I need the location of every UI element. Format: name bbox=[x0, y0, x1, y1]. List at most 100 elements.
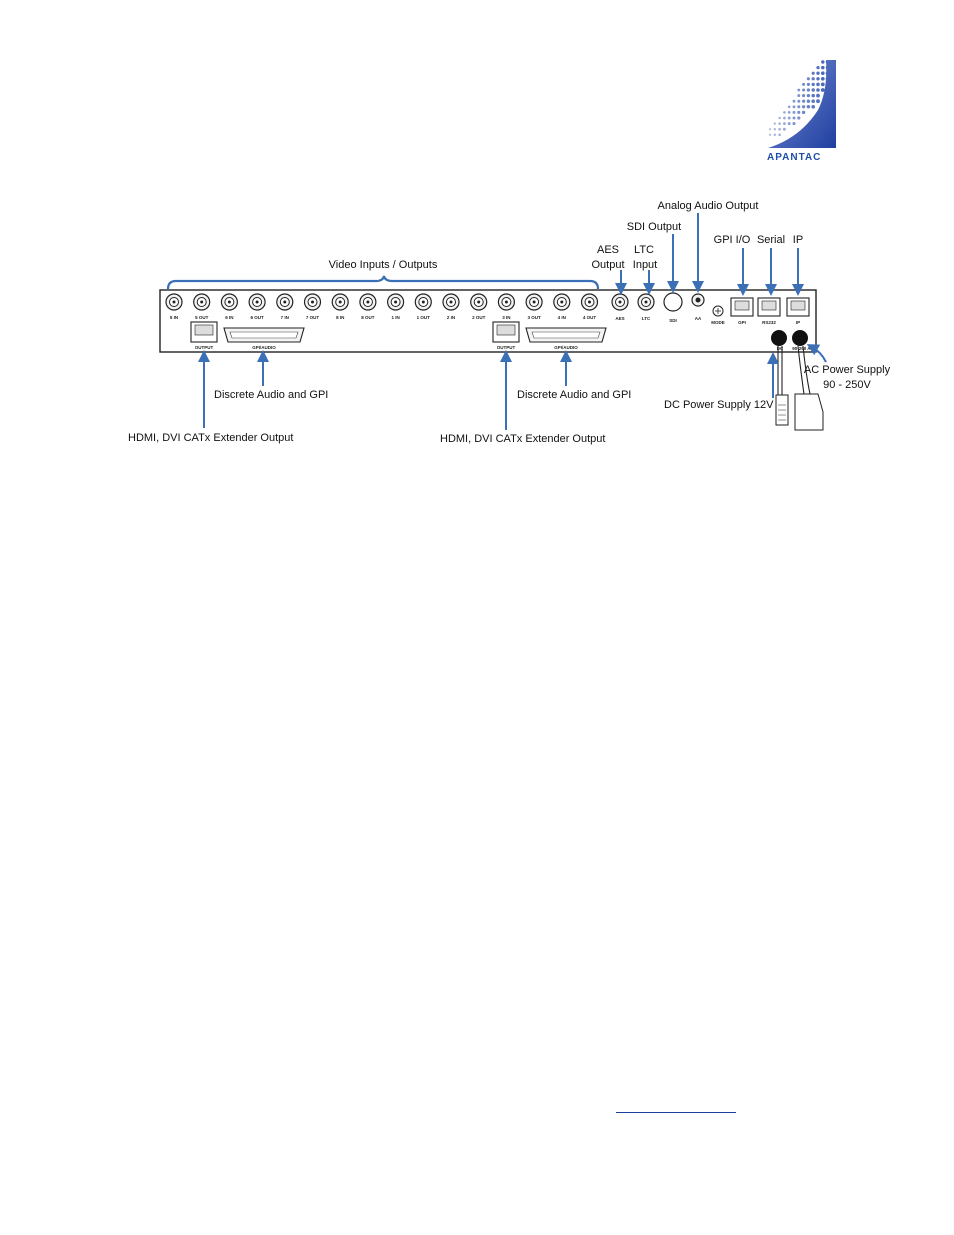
ltc-input-label-line1: LTC bbox=[634, 244, 654, 256]
bnc-connector-label: 3 IN bbox=[502, 315, 510, 320]
logo-dot bbox=[801, 105, 806, 109]
bnc-connector: 1 IN bbox=[387, 293, 405, 320]
video-io-bracket bbox=[166, 275, 600, 290]
logo-text: APANTAC bbox=[767, 152, 821, 163]
bnc-connector: 2 OUT bbox=[470, 293, 488, 320]
logo-dot bbox=[778, 116, 781, 120]
ip-port: IP bbox=[786, 297, 810, 325]
logo-dot bbox=[821, 71, 825, 75]
logo-dot bbox=[778, 127, 781, 131]
bnc-connector: 8 OUT bbox=[359, 293, 377, 320]
rs232-label: RS232 bbox=[762, 320, 776, 325]
bnc-connector-label: 2 OUT bbox=[472, 315, 486, 320]
logo-dot bbox=[811, 104, 816, 109]
sdi-label: SDI bbox=[669, 318, 677, 323]
bnc-connector: 8 IN bbox=[331, 293, 349, 320]
logo-dot bbox=[792, 105, 796, 109]
callout-arrows bbox=[198, 213, 827, 430]
bnc-connector: 2 IN bbox=[442, 293, 460, 320]
mode-switch: MODE bbox=[711, 305, 725, 325]
logo-dot bbox=[811, 77, 815, 81]
logo-dot bbox=[806, 77, 810, 81]
logo-dot bbox=[816, 99, 820, 104]
ip-label: IP bbox=[796, 320, 800, 325]
gpi-audio-left-label: GPI/AUDIO bbox=[252, 345, 276, 350]
bnc-connector: 5 IN bbox=[165, 293, 183, 320]
bnc-connector: 7 IN bbox=[276, 293, 294, 320]
bnc-connector: 5 OUT bbox=[193, 293, 211, 320]
sdi-output-label: SDI Output bbox=[627, 221, 681, 233]
serial-label: Serial bbox=[757, 234, 785, 246]
bnc-connector-label: 6 IN bbox=[225, 315, 233, 320]
logo-dot bbox=[797, 110, 801, 114]
gpi-port: GPI bbox=[730, 297, 754, 325]
logo-dot bbox=[797, 99, 801, 103]
logo-dot bbox=[802, 94, 806, 98]
bnc-connector-label: 4 OUT bbox=[583, 315, 597, 320]
bnc-connector: 3 IN bbox=[497, 293, 515, 320]
logo-dot bbox=[797, 116, 801, 120]
logo-dot bbox=[773, 122, 776, 125]
analog-audio-output-label: Analog Audio Output bbox=[658, 200, 759, 212]
dc-power-inlet: DC bbox=[771, 330, 787, 351]
bnc-connector-label: 8 IN bbox=[336, 315, 344, 320]
aes-label: AES bbox=[615, 316, 624, 321]
logo-dot bbox=[806, 93, 811, 98]
bnc-connector: 4 IN bbox=[553, 293, 571, 320]
bnc-connector-label: 5 OUT bbox=[195, 315, 209, 320]
logo-dot bbox=[820, 88, 825, 92]
logo-dot bbox=[768, 128, 772, 131]
logo-dot bbox=[773, 133, 777, 137]
aes-output-label-line1: AES bbox=[597, 244, 619, 256]
hdmi-output-left-port: OUTPUT bbox=[190, 321, 218, 350]
ltc-input-label-line2: Input bbox=[633, 259, 657, 271]
logo-dot bbox=[811, 82, 815, 87]
logo-swoosh bbox=[768, 60, 836, 148]
bnc-connector-label: 7 IN bbox=[281, 315, 289, 320]
logo-dot bbox=[773, 127, 777, 131]
gpi-label: GPI bbox=[738, 320, 746, 325]
hdmi-extender-right-label: HDMI, DVI CATx Extender Output bbox=[440, 433, 605, 445]
mode-label: MODE bbox=[711, 320, 725, 325]
discrete-audio-gpi-right-label: Discrete Audio and GPI bbox=[517, 389, 631, 401]
rs232-port: RS232 bbox=[757, 297, 781, 325]
logo-dot bbox=[811, 99, 815, 103]
gpi-audio-right-label: GPI/AUDIO bbox=[554, 345, 578, 350]
ip-callout-label: IP bbox=[793, 234, 803, 246]
logo-dot bbox=[811, 71, 815, 75]
logo-dot bbox=[783, 122, 786, 125]
logo-dot bbox=[816, 65, 820, 70]
hdmi-extender-left-label: HDMI, DVI CATx Extender Output bbox=[128, 432, 293, 444]
footer-link-underline[interactable] bbox=[616, 1098, 736, 1113]
aes-output-label-line2: Output bbox=[591, 259, 624, 271]
logo-dot bbox=[792, 122, 796, 126]
gpi-io-label: GPI I/O bbox=[714, 234, 751, 246]
logo-dot bbox=[820, 76, 825, 81]
gpi-audio-left-connector: GPI/AUDIO bbox=[223, 327, 305, 350]
bnc-connector-label: 5 IN bbox=[170, 315, 178, 320]
logo-dot bbox=[816, 82, 820, 87]
logo-dot bbox=[806, 88, 811, 92]
analog-audio-jack: AA bbox=[691, 293, 705, 321]
dc-power-supply-label: DC Power Supply 12V bbox=[664, 399, 774, 411]
output-left-label: OUTPUT bbox=[195, 345, 214, 350]
logo-dot bbox=[820, 82, 825, 87]
bnc-connector-label: 3 OUT bbox=[527, 315, 541, 320]
logo-dot bbox=[816, 93, 820, 98]
bnc-connector-label: 2 IN bbox=[447, 315, 455, 320]
bnc-connector-label: 8 OUT bbox=[361, 315, 375, 320]
logo-dot bbox=[802, 99, 806, 103]
logo-dot bbox=[778, 122, 781, 125]
bnc-connector: 3 OUT bbox=[525, 293, 543, 320]
bnc-connector: 6 IN bbox=[220, 293, 238, 320]
bnc-connector-label: 6 OUT bbox=[250, 315, 264, 320]
logo-dot bbox=[806, 105, 811, 109]
bnc-connector-label: 1 OUT bbox=[417, 315, 431, 320]
logo-dot bbox=[806, 82, 810, 86]
bnc-connector: 1 OUT bbox=[414, 293, 432, 320]
bnc-connector: 4 OUT bbox=[580, 293, 599, 320]
video-io-label: Video Inputs / Outputs bbox=[329, 259, 438, 271]
apantac-logo: APANTAC bbox=[767, 60, 836, 163]
